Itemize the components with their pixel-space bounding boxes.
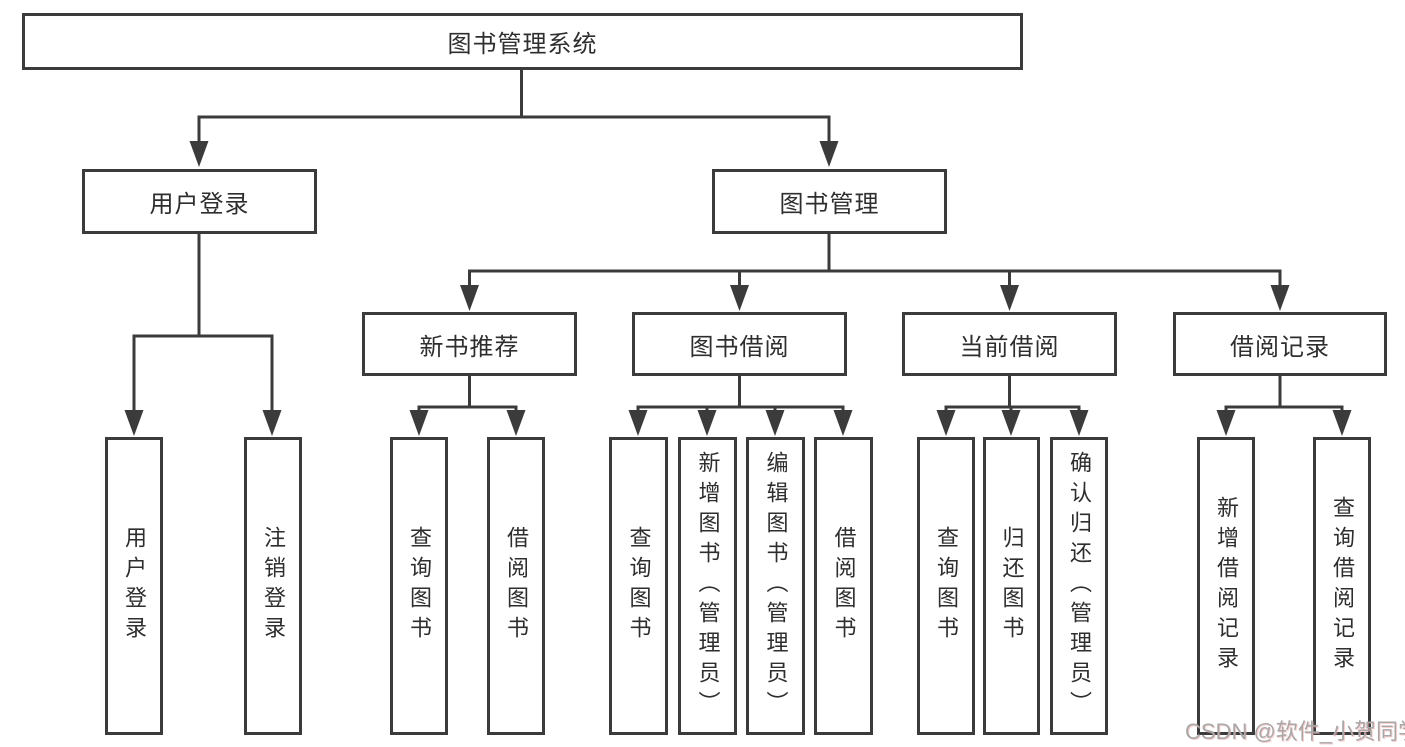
node-leaf-borrow-books-rec: 借阅图书 <box>487 437 545 735</box>
node-current-borrowing: 当前借阅 <box>902 312 1117 376</box>
leaf-label: 注销登录 <box>261 526 286 646</box>
leaf-label: 查询图书 <box>934 526 959 646</box>
leaf-label: 归还图书 <box>999 526 1025 646</box>
connectors-book-borrow <box>628 375 853 436</box>
node-book-borrowing: 图书借阅 <box>632 312 847 376</box>
leaf-label: 查询图书 <box>626 526 652 646</box>
leaf-label: 查询图书 <box>407 526 432 646</box>
node-new-book-recommend: 新书推荐 <box>362 312 577 376</box>
node-leaf-logout: 注销登录 <box>244 437 302 735</box>
node-leaf-confirm-return-admin: 确认归还（管理员） <box>1050 437 1108 735</box>
node-leaf-query-books-current: 查询图书 <box>917 437 975 735</box>
csdn-watermark: CSDN @软件_小贺同学 <box>1185 719 1405 744</box>
node-leaf-return-books: 归还图书 <box>983 437 1040 735</box>
node-borrowing-records: 借阅记录 <box>1173 312 1387 376</box>
leaf-label: 新增借阅记录 <box>1214 496 1239 676</box>
leaf-label: 确认归还（管理员） <box>1067 451 1092 721</box>
connectors-level1 <box>189 69 839 167</box>
node-leaf-add-borrow-record: 新增借阅记录 <box>1197 437 1255 735</box>
node-leaf-add-books-admin: 新增图书（管理员） <box>678 437 737 735</box>
node-leaf-query-borrow-record: 查询借阅记录 <box>1313 437 1371 735</box>
connectors-book-mgmt <box>460 233 1290 311</box>
connectors-borrow-record <box>1216 375 1352 436</box>
node-book-management: 图书管理 <box>712 169 947 234</box>
leaf-label: 查询借阅记录 <box>1330 496 1355 676</box>
node-leaf-borrow-books: 借阅图书 <box>814 437 873 735</box>
node-leaf-query-books-borrow: 查询图书 <box>609 437 668 735</box>
leaf-label: 新增图书（管理员） <box>695 451 721 721</box>
leaf-label: 借阅图书 <box>504 526 529 646</box>
node-leaf-user-login: 用户登录 <box>105 437 163 735</box>
node-library-system: 图书管理系统 <box>22 13 1023 70</box>
node-leaf-query-books-rec: 查询图书 <box>390 437 448 735</box>
connectors-new-book-rec <box>409 375 526 436</box>
leaf-label: 用户登录 <box>122 526 147 646</box>
connectors-current-borrow <box>936 375 1089 436</box>
node-user-login: 用户登录 <box>82 169 317 234</box>
connectors-user-login <box>124 233 282 436</box>
leaf-label: 借阅图书 <box>831 526 857 646</box>
leaf-label: 编辑图书（管理员） <box>763 451 789 721</box>
node-leaf-edit-books-admin: 编辑图书（管理员） <box>746 437 805 735</box>
